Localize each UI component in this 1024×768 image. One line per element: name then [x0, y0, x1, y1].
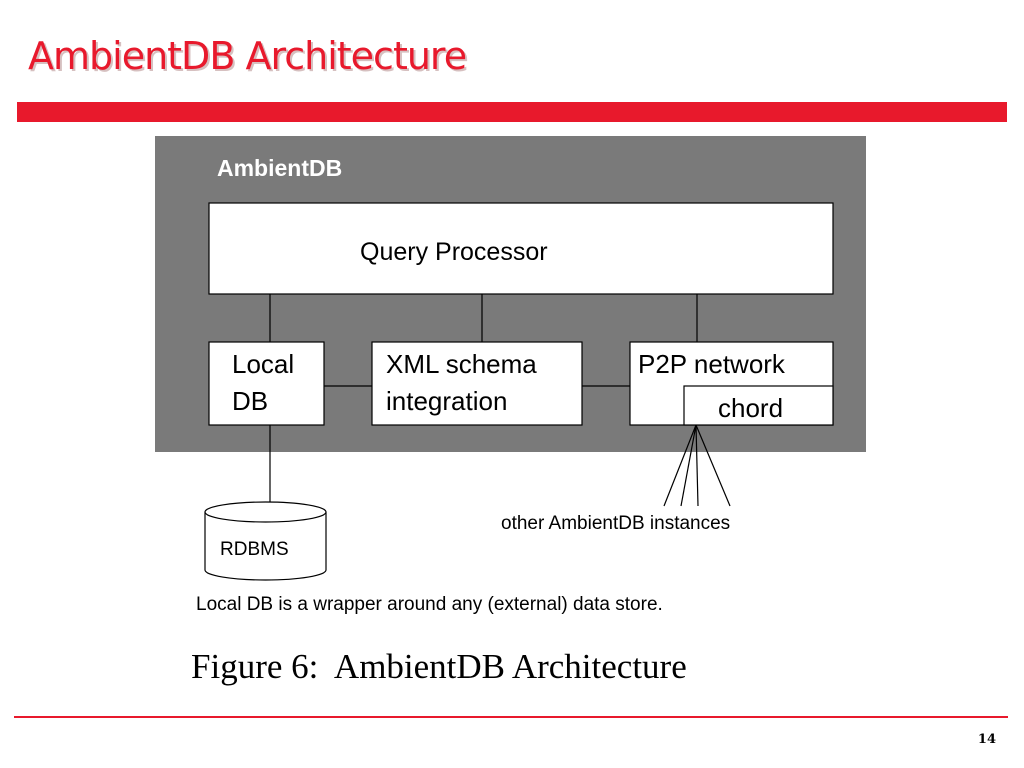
- p2p-network-label: P2P network: [638, 349, 786, 379]
- chord-fan-line-3: [695, 424, 699, 507]
- local-db-box: [208, 341, 325, 426]
- chord-label: chord: [718, 393, 783, 423]
- footer-rule: [14, 716, 1008, 718]
- rdbms-cylinder-body: [204, 512, 327, 581]
- page-number: 14: [977, 732, 996, 747]
- slide-title: AmbientDB Architecture: [28, 34, 467, 78]
- query-processor-box: [208, 202, 834, 295]
- title-underline-bar: [17, 102, 1007, 122]
- rdbms-cylinder-top: [204, 501, 327, 523]
- query-processor-label: Query Processor: [360, 238, 548, 266]
- chord-fan-line-1: [663, 424, 697, 507]
- local-db-note: Local DB is a wrapper around any (extern…: [196, 594, 663, 615]
- other-instances-label: other AmbientDB instances: [501, 513, 730, 534]
- chord-fan-line-4: [695, 424, 731, 507]
- xml-schema-label-line2: integration: [386, 386, 507, 416]
- rdbms-label: RDBMS: [220, 539, 289, 560]
- local-db-label-line2: DB: [232, 386, 268, 416]
- local-db-label-line1: Local: [232, 349, 294, 379]
- xml-schema-label-line1: XML schema: [386, 349, 537, 379]
- chord-fan-line-2: [680, 424, 697, 507]
- figure-caption: Figure 6: AmbientDB Architecture: [191, 647, 687, 686]
- xml-schema-box: [371, 341, 583, 426]
- ambientdb-container-label: AmbientDB: [217, 155, 342, 181]
- chord-box: [683, 385, 834, 426]
